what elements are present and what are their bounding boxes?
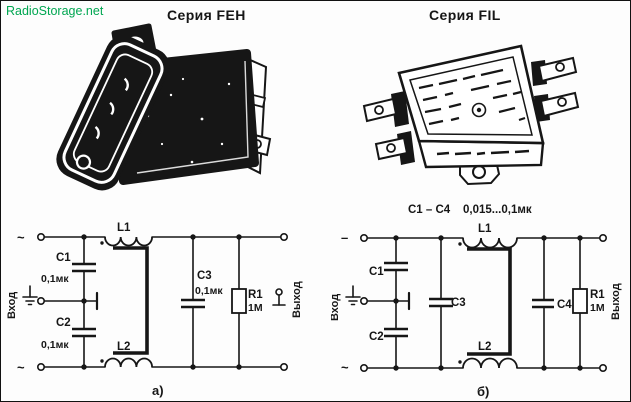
label-c1: C1	[369, 266, 384, 278]
label-c1: C1	[56, 252, 71, 264]
input-terminals	[359, 234, 368, 372]
capacitor-c4	[532, 298, 554, 309]
ac-mark-bottom: ~	[17, 360, 25, 375]
value-r1: 1M	[248, 302, 263, 314]
schematic-feh: ~ ~ Вход Выход C1 0,1мк C2 0,1мк L1 L2 C…	[6, 222, 303, 398]
label-c4: C4	[557, 299, 572, 311]
label-l1: L1	[117, 222, 131, 234]
inductor-l1	[458, 237, 518, 249]
label-c2: C2	[369, 331, 384, 343]
resistor-r1	[231, 288, 247, 314]
input-terminals	[36, 233, 45, 371]
junction-dots	[393, 235, 583, 371]
feh-iec-inlet-face	[56, 35, 170, 191]
capacitor-c1	[72, 262, 96, 273]
wires	[43, 236, 282, 368]
choke-core	[467, 247, 512, 356]
value-r1: 1M	[590, 302, 605, 314]
label-l1: L1	[478, 223, 492, 235]
output-label: Выход	[291, 281, 303, 318]
schematic-fil: C1 – C4 0,015...0,1мк – ~ Вход Выход C1 …	[331, 204, 622, 399]
resistor-r1	[572, 288, 588, 314]
feh-filter-illustration	[56, 23, 272, 191]
label-r1: R1	[248, 289, 263, 301]
capacitor-c2	[72, 327, 96, 338]
inductor-l1	[100, 236, 153, 247]
label-l2: L2	[117, 341, 130, 353]
fil-label-text-specks	[418, 68, 526, 126]
label-l2: L2	[478, 341, 491, 353]
fil-right-terminals	[531, 56, 580, 122]
fil-box	[397, 44, 545, 169]
caption-a: а)	[152, 383, 164, 398]
value-c1: 0,1мк	[41, 273, 69, 285]
ac-mark-top: ~	[17, 230, 25, 245]
ac-mark-bottom: ~	[341, 360, 349, 375]
capacitor-c3	[429, 297, 453, 308]
watermark-radiostorage: RadioStorage.net	[6, 4, 104, 18]
label-c2: C2	[56, 317, 71, 329]
capacitor-c2	[384, 327, 408, 338]
note-cap-range: 0,015...0,1мк	[463, 204, 532, 216]
title-series-feh: Серия FEH	[167, 7, 246, 23]
fil-filter-illustration	[362, 44, 580, 186]
value-c2: 0,1мк	[41, 339, 69, 351]
label-c3: C3	[197, 270, 212, 282]
capacitor-c1	[384, 261, 408, 272]
value-c3: 0,1мк	[195, 285, 223, 297]
ac-mark-top: –	[341, 230, 348, 245]
input-label: Вход	[6, 292, 18, 319]
output-terminals	[279, 233, 288, 371]
earth-ground-symbol	[22, 285, 38, 306]
output-terminals	[598, 234, 607, 372]
wires	[366, 237, 601, 369]
output-label: Выход	[610, 283, 622, 320]
inductor-l2	[100, 357, 153, 368]
title-series-fil: Серия FIL	[429, 7, 501, 23]
label-c3: C3	[451, 297, 466, 309]
label-r1: R1	[590, 289, 605, 301]
caption-b: б)	[477, 384, 489, 399]
earth-ground-symbol	[345, 285, 361, 306]
choke-core	[113, 246, 149, 355]
junction-dots	[81, 234, 242, 370]
capacitor-c3	[181, 298, 205, 309]
chassis-post-symbol	[272, 288, 286, 306]
inductor-l2	[458, 357, 518, 369]
fil-left-terminals	[362, 91, 415, 165]
note-cap-refs: C1 – C4	[408, 204, 451, 216]
input-label: Вход	[331, 294, 341, 321]
